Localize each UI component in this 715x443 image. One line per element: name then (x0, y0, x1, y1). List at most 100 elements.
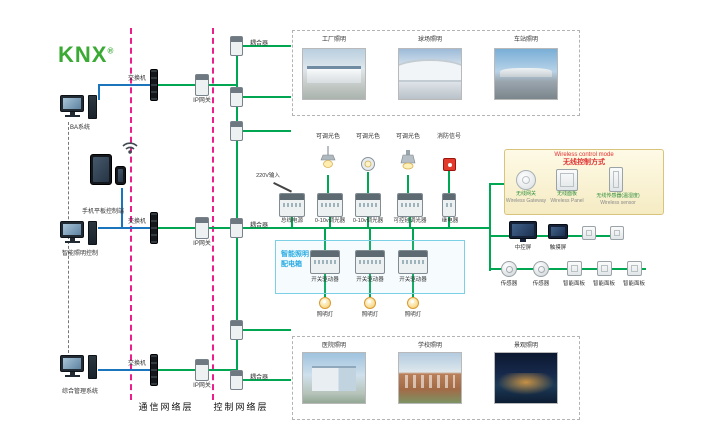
bus-backbone (236, 45, 238, 381)
stub-bulb1 (324, 274, 326, 297)
scene-station-label: 车站照明 (513, 37, 539, 43)
photo-detail (495, 373, 557, 396)
touch-screen-label: 触摸屏 (549, 245, 567, 251)
tablet-icon (90, 154, 112, 185)
sensor-icon-2 (533, 261, 549, 277)
stub-dim1 (329, 217, 331, 227)
bus-branch-bottom-2 (238, 379, 291, 381)
bus-right-riser (489, 183, 491, 271)
wireless-panel-label-en: Wireless Panel (550, 198, 584, 204)
photo-detail (306, 66, 362, 83)
actuator1-label: 开关驱动器 (311, 277, 339, 283)
wireless-gateway-label-en: Wireless Gateway (505, 198, 547, 204)
stub-lamp1 (327, 175, 329, 193)
wireless-sensor-label-en: Wireless sensor (600, 200, 636, 206)
stub-relay (448, 217, 450, 227)
bulb1-label: 照明灯 (316, 312, 334, 318)
top-scenes-box (292, 30, 580, 116)
bus-wireless-stub (489, 183, 506, 185)
dimmer-0-10v-2 (355, 193, 381, 217)
stub-lamp2 (367, 172, 369, 193)
ip-gateway-1 (195, 74, 209, 96)
gateway-label-2: IP网关 (193, 241, 211, 247)
ethernet-switch-2 (150, 212, 158, 244)
line-coupler-2 (230, 87, 243, 107)
scene-landscape-label: 景观照明 (513, 343, 539, 349)
sensor-icon-1 (501, 261, 517, 277)
switch-label-1: 交换机 (127, 76, 147, 82)
photo-detail (399, 59, 461, 82)
bus-branch-top-3 (238, 130, 291, 132)
lan-line-3 (98, 369, 152, 371)
power-input-label: 220V输入 (256, 173, 280, 179)
smart-panel-icon-1 (567, 261, 582, 276)
photo-factory-lighting (302, 48, 366, 100)
power-input-wire (273, 182, 292, 193)
pc-tower-icon (88, 355, 97, 379)
workstation-mobile-label: 手机平板控制端 (81, 209, 125, 215)
lan-drop-1 (98, 84, 100, 100)
photo-landscape-lighting (494, 352, 558, 404)
fire-signal-label: 消防信号 (436, 134, 462, 140)
ctrl-layer-divider-line (212, 28, 214, 400)
cabinet-name-line1: 智能照明 (281, 251, 309, 258)
switch-actuator-3 (398, 250, 428, 274)
stub-bulb2 (369, 274, 371, 297)
monitor-icon (60, 221, 84, 238)
line-coupler-5 (230, 320, 243, 340)
phone-icon (115, 166, 126, 185)
wireless-gateway-icon (516, 170, 536, 190)
smart-panel-icon-3 (627, 261, 642, 276)
sensor2-label: 传感器 (532, 281, 550, 287)
spotlight-icon (400, 150, 416, 170)
wireless-title-cn: 无线控制方式 (563, 159, 605, 166)
workstation-chain-line (68, 122, 69, 358)
ip-gateway-3 (195, 359, 209, 381)
scene-school-label: 学校照明 (417, 343, 443, 349)
workstation-lighting-control (60, 221, 97, 249)
scene-hospital-label: 医院照明 (321, 343, 347, 349)
line-coupler-6 (230, 370, 243, 390)
line-coupler-4 (230, 218, 243, 238)
switch-actuator-1 (310, 250, 340, 274)
stub-alarm (448, 171, 450, 193)
fire-alarm-icon (443, 158, 456, 171)
relay-module (442, 193, 456, 217)
smart-panel1-label: 智能面板 (562, 281, 586, 287)
wireless-panel-icon (556, 169, 578, 191)
workstation-management-label: 综合管理系统 (61, 389, 99, 395)
workstation-lighting-label: 智能照明控制 (61, 251, 99, 257)
wifi-icon (122, 142, 138, 154)
lamp-bulb-2 (364, 297, 376, 309)
gateway-label-3: IP网关 (193, 383, 211, 389)
stub-sw3 (412, 229, 414, 250)
stub-lamp3 (407, 175, 409, 193)
photo-school-lighting (398, 352, 462, 404)
ip-gateway-2 (195, 217, 209, 239)
wireless-panel-label-cn: 无线面板 (556, 191, 578, 197)
downlight-icon (361, 157, 375, 171)
monitor-base (65, 375, 80, 377)
ctrl-layer-caption: 控制网络层 (213, 402, 269, 412)
wireless-sensor-label-cn: 无线传感器(温湿度) (596, 193, 640, 199)
photo-detail (312, 365, 356, 391)
bus-branch-top-1 (238, 45, 291, 47)
gateway-label-1: IP网关 (193, 98, 211, 104)
monitor-stand (70, 238, 75, 241)
wireless-sensor-icon (609, 167, 623, 192)
lan-drop-tablet (121, 188, 123, 229)
pc-tower-icon (88, 221, 97, 245)
bus-power-supply (279, 193, 305, 217)
monitor-icon (60, 95, 84, 112)
pc-tower-icon (88, 95, 97, 119)
switch-label-2: 交换机 (127, 219, 147, 225)
sensor1-label: 传感器 (500, 281, 518, 287)
bulb2-label: 照明灯 (361, 312, 379, 318)
dimmer1-label: 0-10v调光器 (314, 218, 346, 224)
workstation-management (60, 355, 97, 383)
actuator2-label: 开关驱动器 (356, 277, 384, 283)
actuator3-label: 开关驱动器 (399, 277, 427, 283)
stub-sw2 (369, 229, 371, 250)
comm-layer-divider-line (130, 28, 132, 400)
